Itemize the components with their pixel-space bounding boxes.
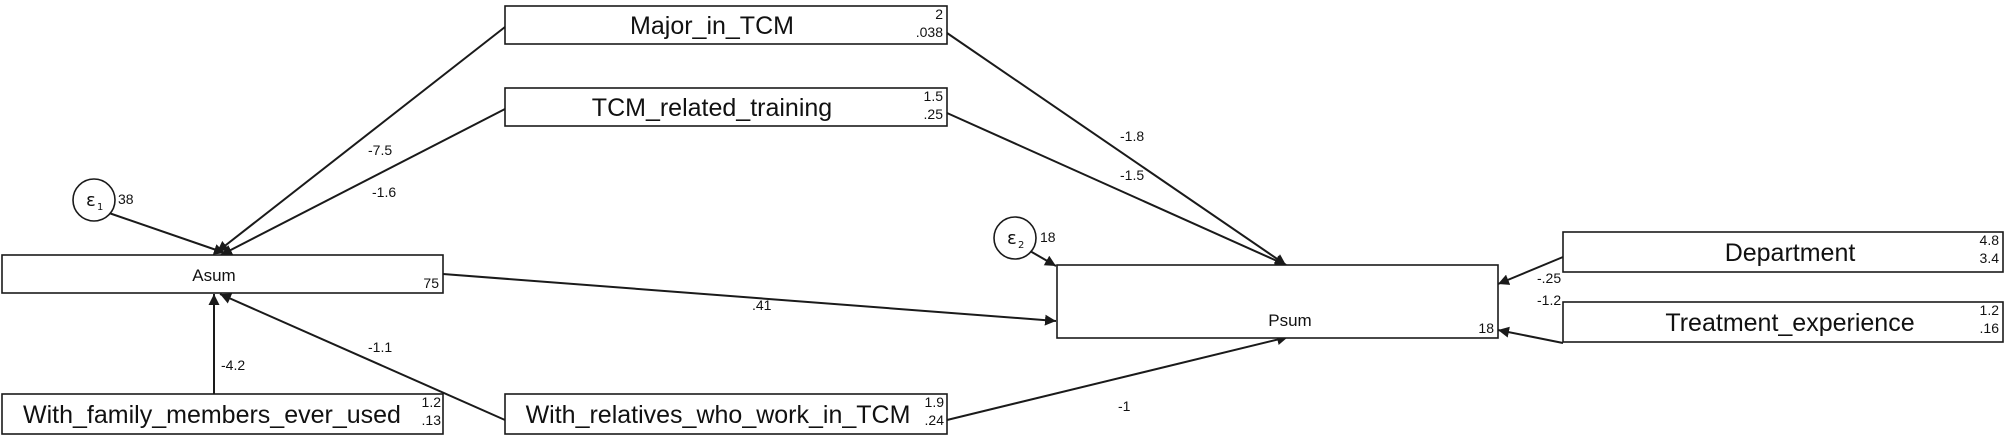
box-psum: Psum 18 — [1056, 264, 1499, 339]
box-label: With_relatives_who_work_in_TCM — [526, 401, 911, 429]
error-variance: 18 — [1040, 229, 1056, 245]
error-subscript: 1 — [97, 202, 103, 213]
coef-family-to-asum: -4.2 — [221, 357, 245, 373]
path-relatives-to-asum — [219, 293, 506, 421]
box-treatment-experience: Treatment_experience 1.2 .16 — [1562, 301, 2004, 343]
box-label: Asum — [192, 266, 235, 285]
stat-intercept: 75 — [423, 275, 439, 291]
stat-variance: .24 — [925, 412, 945, 428]
error-term-e2: ε 2 18 — [993, 216, 1056, 260]
stat-variance: .038 — [916, 24, 943, 40]
box-major-in-tcm: Major_in_TCM 2 .038 — [504, 5, 948, 45]
path-treatment-to-psum — [1497, 326, 1564, 344]
box-label: With_family_members_ever_used — [23, 401, 401, 429]
stat-variance: .25 — [924, 106, 944, 122]
coef-training-to-psum: -1.5 — [1120, 167, 1144, 183]
coef-asum-to-psum: .41 — [752, 297, 772, 313]
path-training-to-psum — [946, 112, 1287, 266]
box-asum: Asum 75 — [1, 254, 444, 294]
coef-major-to-psum: -1.8 — [1120, 128, 1144, 144]
stat-mean: 4.8 — [1980, 232, 2000, 248]
stat-mean: 2 — [935, 6, 943, 22]
path-asum-to-psum — [442, 273, 1057, 326]
path-department-to-psum — [1497, 256, 1564, 285]
error-variance: 38 — [118, 191, 134, 207]
path-major-to-asum — [216, 26, 506, 253]
error-symbol: ε — [86, 190, 96, 211]
error-term-e1: ε 1 38 — [72, 178, 134, 222]
coef-department-to-psum: -.25 — [1537, 270, 1561, 286]
path-relatives-to-psum — [946, 334, 1289, 421]
path-e2-to-psum — [1029, 250, 1057, 267]
box-label: Major_in_TCM — [630, 12, 794, 40]
stat-mean: 1.9 — [925, 394, 945, 410]
path-training-to-asum — [220, 108, 506, 256]
path-e1-to-asum — [108, 212, 226, 255]
stat-variance: .13 — [422, 412, 442, 428]
coef-major-to-asum: -7.5 — [368, 142, 392, 158]
box-tcm-related-training: TCM_related_training 1.5 .25 — [504, 87, 948, 127]
coef-training-to-asum: -1.6 — [372, 184, 396, 200]
box-label: Department — [1725, 239, 1856, 267]
box-with-relatives-who-work-in-tcm: With_relatives_who_work_in_TCM 1.9 .24 — [504, 393, 948, 435]
coef-treatment-to-psum: -1.2 — [1537, 292, 1561, 308]
box-department: Department 4.8 3.4 — [1562, 231, 2004, 273]
box-label: Treatment_experience — [1665, 309, 1914, 337]
path-major-to-psum — [946, 32, 1287, 266]
error-symbol: ε — [1007, 228, 1017, 249]
stat-intercept: 18 — [1478, 320, 1494, 336]
coef-relatives-to-psum: -1 — [1118, 398, 1131, 414]
stat-variance: .16 — [1980, 320, 2000, 336]
stat-variance: 3.4 — [1980, 250, 2000, 266]
box-with-family-members-ever-used: With_family_members_ever_used 1.2 .13 — [1, 393, 444, 435]
box-label: TCM_related_training — [592, 94, 832, 122]
stat-mean: 1.5 — [924, 88, 944, 104]
stat-mean: 1.2 — [1980, 302, 2000, 318]
coef-relatives-to-asum: -1.1 — [368, 339, 392, 355]
error-subscript: 2 — [1018, 240, 1024, 251]
stat-mean: 1.2 — [422, 394, 442, 410]
box-label: Psum — [1268, 311, 1311, 330]
